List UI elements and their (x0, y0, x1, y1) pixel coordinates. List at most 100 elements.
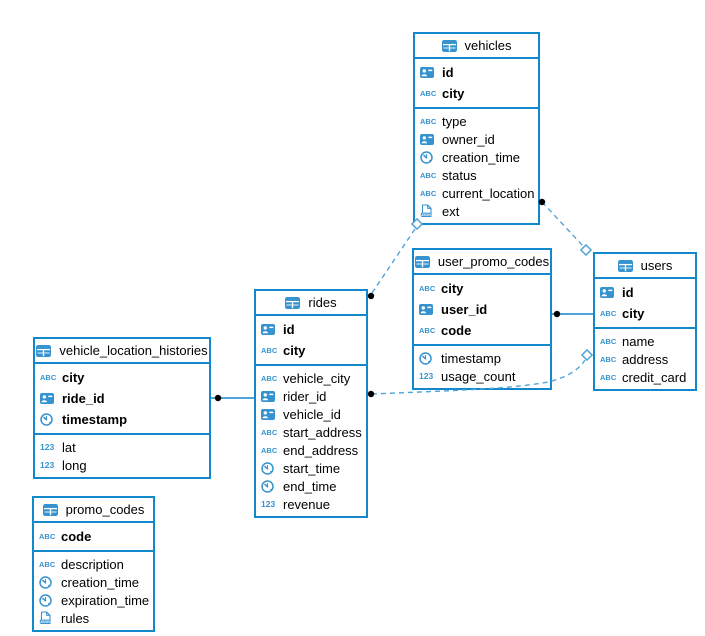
field-name: rider_id (283, 388, 327, 404)
field-row-current_location: ABC current_location (415, 184, 538, 202)
table-title: vehicles (464, 38, 512, 53)
abc-icon: ABC (40, 373, 57, 382)
relation-diamond-endpoint (580, 348, 594, 362)
field-name: expiration_time (61, 592, 150, 608)
field-row-usage_count: 123 usage_count (414, 367, 550, 385)
field-row-start_address: ABC start_address (256, 423, 366, 441)
id-badge-icon (420, 67, 438, 78)
field-name: end_time (283, 478, 337, 494)
field-name: vehicle_city (283, 370, 351, 386)
field-row-rider_id: rider_id (256, 387, 366, 405)
table-icon (285, 296, 303, 309)
abc-icon: ABC (600, 372, 617, 382)
primary-key-section: ABC code (34, 523, 153, 550)
table-header-users[interactable]: users (595, 254, 695, 279)
id-badge-icon (419, 304, 437, 315)
abc-icon: ABC (261, 427, 278, 437)
field-name: status (442, 167, 477, 183)
field-name: usage_count (441, 368, 516, 384)
123-icon: 123 (419, 371, 434, 381)
field-row-owner_id: owner_id (415, 130, 538, 148)
field-name: start_time (283, 460, 341, 476)
table-title: user_promo_codes (437, 254, 550, 269)
field-row-id: id (595, 282, 695, 303)
table-title: rides (308, 295, 337, 310)
clock-icon (39, 593, 57, 607)
123-icon: 123 (40, 442, 55, 452)
table-header-rides[interactable]: rides (256, 291, 366, 316)
id-badge-icon (600, 287, 618, 298)
svg-text:JSON: JSON (421, 213, 431, 217)
table-header-vehicles[interactable]: vehicles (415, 34, 538, 59)
field-name: address (622, 351, 669, 367)
json-icon: JSON (39, 611, 57, 625)
id-badge-icon (40, 393, 58, 404)
abc-icon: ABC (261, 373, 278, 383)
field-name: creation_time (442, 149, 521, 165)
field-name: id (622, 285, 634, 300)
clock-icon (261, 461, 279, 475)
field-name: id (442, 65, 454, 80)
abc-icon: ABC (39, 559, 56, 569)
abc-icon: ABC (420, 188, 437, 198)
relation-vehicles-users (538, 198, 593, 257)
relation-diamond-endpoint (579, 243, 593, 257)
field-row-timestamp: timestamp (414, 349, 550, 367)
clock-icon (39, 575, 57, 589)
abc-icon: ABC (420, 116, 437, 126)
relation-vehicle-location-histories-rides (211, 394, 254, 402)
field-name: start_address (283, 424, 362, 440)
id-badge-icon (261, 408, 279, 420)
field-name: id (283, 322, 295, 337)
field-name: end_address (283, 442, 359, 458)
field-name: type (442, 113, 467, 129)
field-row-expiration_time: expiration_time (34, 591, 153, 609)
table-header-vehicle-location-histories[interactable]: vehicle_location_histories (35, 339, 209, 364)
abc-icon: ABC (419, 284, 436, 293)
field-name: owner_id (442, 131, 495, 147)
field-row-address: ABC address (595, 350, 695, 368)
field-name: name (622, 333, 655, 349)
123-icon: 123 (261, 499, 276, 509)
table-header-promo-codes[interactable]: promo_codes (34, 498, 153, 523)
table-header-user-promo-codes[interactable]: user_promo_codes (414, 250, 550, 275)
field-name: city (62, 370, 85, 385)
field-row-city: ABC city (35, 367, 209, 388)
field-name: creation_time (61, 574, 140, 590)
abc-icon: ABC (600, 354, 617, 364)
table-title: users (640, 258, 673, 273)
field-name: user_id (441, 302, 488, 317)
field-name: current_location (442, 185, 535, 201)
id-badge-icon (261, 390, 279, 402)
relation-dot-endpoint (367, 390, 375, 398)
field-name: code (61, 529, 92, 544)
abc-icon: ABC (39, 532, 56, 541)
field-row-id: id (256, 319, 366, 340)
table-icon (617, 259, 636, 272)
field-name: ext (442, 203, 460, 219)
abc-icon: ABC (261, 445, 278, 455)
field-row-start_time: start_time (256, 459, 366, 477)
relation-dot-endpoint (553, 310, 561, 318)
